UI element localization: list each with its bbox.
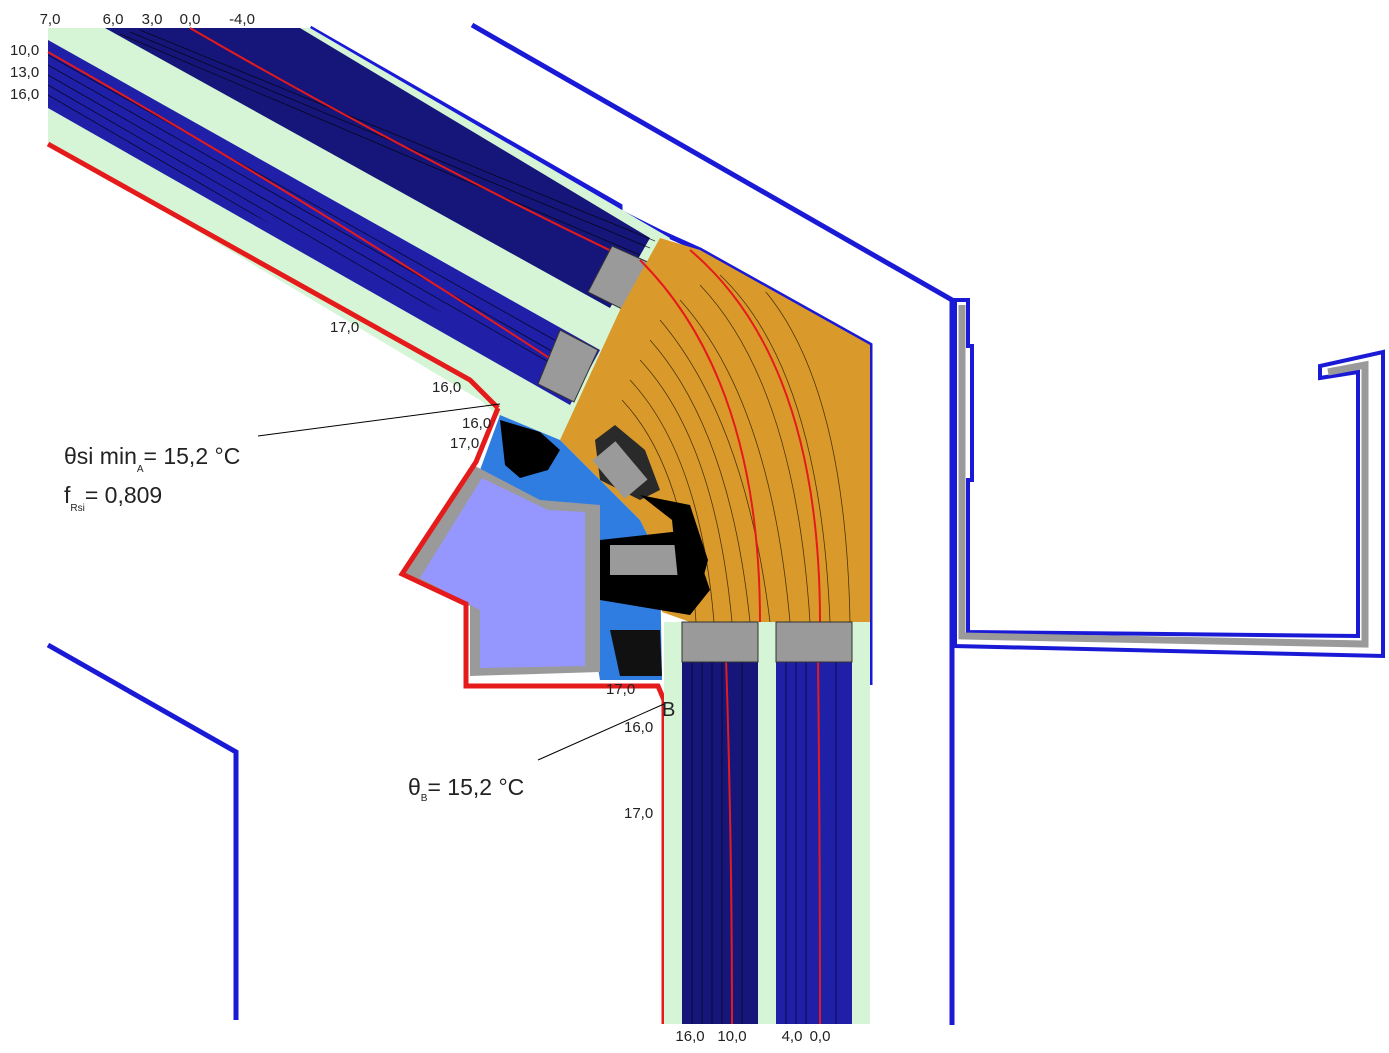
top-scale-label: 6,0 — [103, 11, 124, 28]
wood-corner — [560, 238, 870, 623]
svg-text:θB= 15,2 °C: θB= 15,2 °C — [408, 774, 524, 804]
isotherm-label: 16,0 — [624, 719, 653, 736]
isotherm-label: 16,0 — [432, 379, 461, 396]
annotation-theta-b: θB= 15,2 °C — [408, 774, 524, 804]
theta-b-symbol: θ — [408, 774, 421, 800]
left-scale-labels: 10,0 13,0 16,0 — [10, 42, 39, 103]
bottom-scale-label: 10,0 — [717, 1028, 746, 1045]
isotherm-label: 17,0 — [450, 435, 479, 452]
left-scale-label: 16,0 — [10, 86, 39, 103]
isotherm-label: 17,0 — [624, 805, 653, 822]
annotation-a-main: si min — [77, 443, 137, 469]
top-scale-label: 3,0 — [142, 11, 163, 28]
isotherm-labels: 17,0 16,0 16,0 17,0 17,0 16,0 17,0 — [330, 319, 653, 822]
annotation-a-subscript: A — [137, 464, 144, 475]
annotation-a-value: = 15,2 °C — [144, 443, 241, 469]
bottom-scale-labels: 16,0 10,0 4,0 0,0 — [675, 1028, 830, 1045]
leader-lines — [257, 403, 665, 761]
theta-symbol: θ — [64, 443, 77, 469]
upper-glazing — [47, 27, 670, 440]
top-scale-labels: 7,0 6,0 3,0 0,0 -4,0 — [40, 11, 255, 28]
isotherm-label: 16,0 — [462, 415, 491, 432]
annotation-f-rsi: fRsi= 0,809 — [64, 482, 162, 514]
f-value: = 0,809 — [85, 482, 162, 508]
frame-profile — [404, 415, 710, 680]
point-b-label: B — [662, 699, 675, 721]
inner-surface-frame — [398, 407, 667, 1024]
inner-surface-upper — [46, 141, 500, 410]
isotherm-label: 17,0 — [606, 681, 635, 698]
top-scale-label: 7,0 — [40, 11, 61, 28]
bottom-scale-label: 4,0 — [782, 1028, 803, 1045]
annotation-theta-si-min: θsi minA= 15,2 °C — [64, 443, 240, 475]
top-scale-label: -4,0 — [229, 11, 255, 28]
theta-b-value: = 15,2 °C — [427, 774, 524, 800]
top-scale-label: 0,0 — [180, 11, 201, 28]
left-scale-label: 13,0 — [10, 64, 39, 81]
f-symbol: f — [64, 482, 71, 508]
bottom-scale-label: 0,0 — [810, 1028, 831, 1045]
blind-box — [953, 298, 1385, 659]
f-subscript: Rsi — [70, 503, 84, 514]
svg-text:fRsi= 0,809: fRsi= 0,809 — [64, 482, 162, 514]
left-scale-label: 10,0 — [10, 42, 39, 59]
theta-b-subscript: B — [421, 793, 428, 804]
isotherm-label: 17,0 — [330, 319, 359, 336]
lower-glazing — [664, 621, 870, 1025]
svg-text:θsi minA= 15,2 °C: θsi minA= 15,2 °C — [64, 443, 240, 475]
bottom-scale-label: 16,0 — [675, 1028, 704, 1045]
